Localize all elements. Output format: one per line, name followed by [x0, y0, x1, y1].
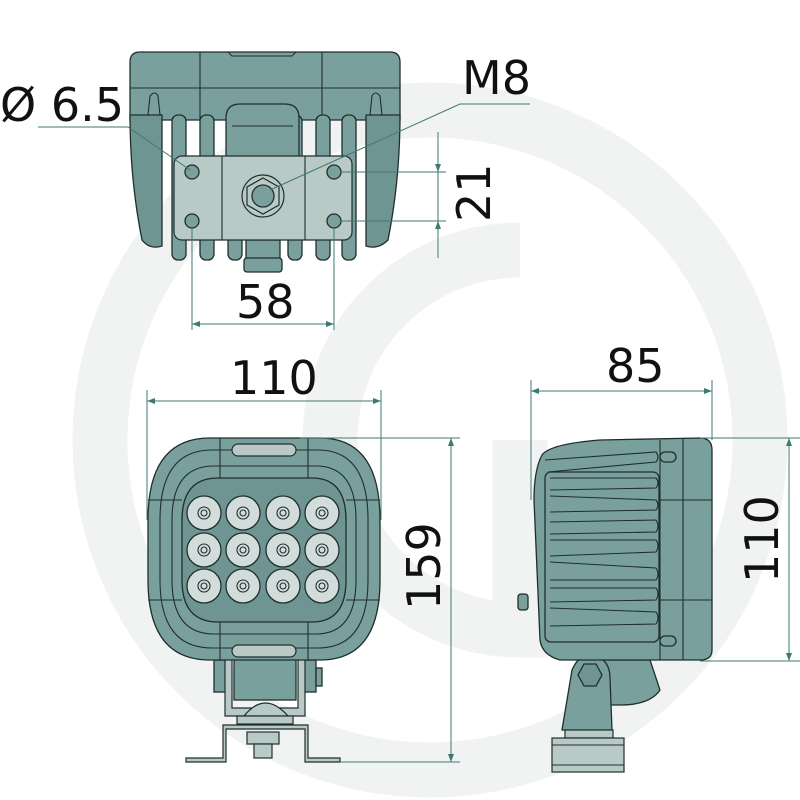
- side-fins: [544, 451, 659, 627]
- mounting-holes: [184, 164, 342, 229]
- side-height-label: 110: [735, 495, 789, 583]
- m8-bolt-icon: [241, 174, 285, 218]
- led-icon: [265, 568, 301, 604]
- led-icon: [225, 532, 261, 568]
- front-view: [146, 390, 460, 763]
- led-icon: [186, 568, 222, 604]
- led-icon: [186, 495, 222, 531]
- led-icon: [265, 532, 301, 568]
- side-view: [517, 380, 800, 773]
- vertical-hole-spacing-label: 21: [447, 163, 501, 222]
- led-array: [186, 495, 340, 604]
- side-depth-label: 85: [606, 339, 665, 393]
- led-icon: [265, 495, 301, 531]
- led-icon: [186, 532, 222, 568]
- horizontal-hole-spacing-label: 58: [236, 275, 295, 329]
- led-icon: [304, 532, 340, 568]
- bolt-size-label: M8: [462, 51, 531, 105]
- led-icon: [304, 495, 340, 531]
- hole-diameter-label: Ø 6.5: [0, 78, 124, 132]
- led-icon: [304, 568, 340, 604]
- led-icon: [225, 495, 261, 531]
- front-width-label: 110: [230, 351, 318, 405]
- top-view: [38, 51, 530, 330]
- front-height-label: 159: [397, 522, 451, 610]
- led-icon: [225, 568, 261, 604]
